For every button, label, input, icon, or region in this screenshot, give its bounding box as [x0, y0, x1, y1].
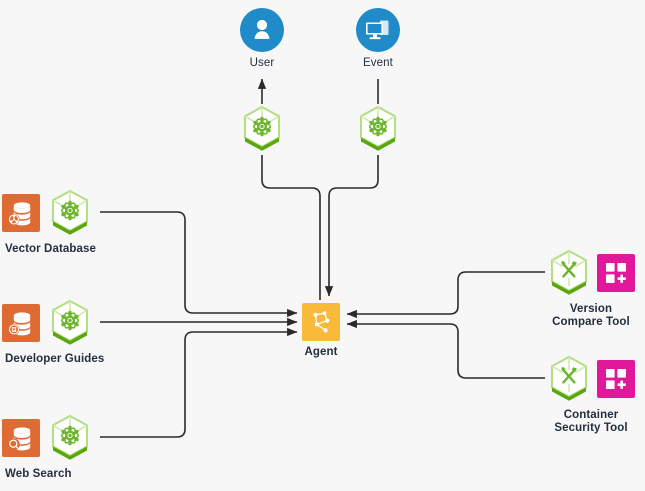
monitor-circle-icon	[356, 8, 400, 52]
node-vector-database[interactable]: Vector Database	[2, 188, 106, 256]
node-user[interactable]: User	[236, 8, 288, 70]
vector-database-icons	[2, 188, 92, 238]
node-user-label: User	[249, 57, 275, 69]
node-event-label: Event	[363, 57, 393, 69]
edge-web-search-to-agent	[100, 327, 298, 438]
user-circle-icon	[240, 8, 284, 52]
tool-grid-plus-icon	[597, 360, 635, 398]
edge-agent-to-user	[261, 155, 321, 300]
node-event[interactable]: Event	[352, 8, 404, 70]
mcp-server-cube-icon	[243, 105, 281, 151]
database-icon	[2, 194, 40, 232]
document-badge-icon	[8, 324, 20, 335]
node-container-security-tool-label: Container Security Tool	[554, 409, 628, 434]
mcp-tools-cube-icon	[550, 249, 588, 295]
agent-icons	[302, 303, 340, 341]
mcp-event-icons	[356, 104, 400, 154]
node-version-compare-tool-label: Version Compare Tool	[552, 303, 630, 328]
event-icons	[356, 8, 400, 52]
database-icon	[2, 419, 40, 457]
web-search-icons	[2, 413, 92, 463]
node-version-compare-tool[interactable]: Version Compare Tool	[539, 248, 643, 329]
mcp-server-cube-icon	[51, 189, 89, 235]
mcp-tools-cube-icon	[550, 355, 588, 401]
node-developer-guides[interactable]: Developer Guides	[2, 298, 106, 366]
edge-version-compare-tool-to-agent	[346, 271, 545, 319]
version-compare-tool-icons	[547, 248, 635, 298]
mcp-server-cube-icon	[359, 105, 397, 151]
mcp-server-cube-icon	[51, 299, 89, 345]
developer-guides-icons	[2, 298, 92, 348]
node-mcp-user[interactable]	[240, 104, 284, 154]
node-web-search-label: Web Search	[5, 468, 72, 480]
node-vector-database-label: Vector Database	[5, 243, 96, 255]
magnifier-badge-icon	[9, 439, 19, 450]
node-developer-guides-label: Developer Guides	[5, 353, 105, 365]
mcp-user-icons	[240, 104, 284, 154]
database-icon	[2, 304, 40, 342]
agent-graph-icon	[302, 303, 340, 341]
node-mcp-event[interactable]	[356, 104, 400, 154]
node-container-security-tool[interactable]: Container Security Tool	[539, 354, 643, 435]
edge-container-security-tool-to-agent	[346, 319, 545, 379]
node-agent-label: Agent	[304, 346, 338, 358]
tool-grid-plus-icon	[597, 254, 635, 292]
node-agent[interactable]: Agent	[296, 303, 346, 359]
mcp-server-cube-icon	[51, 414, 89, 460]
node-web-search[interactable]: Web Search	[2, 413, 106, 481]
edge-event-to-agent	[324, 155, 379, 297]
user-icons	[240, 8, 284, 52]
container-security-tool-icons	[547, 354, 635, 404]
edge-vector-database-to-agent	[100, 211, 298, 318]
